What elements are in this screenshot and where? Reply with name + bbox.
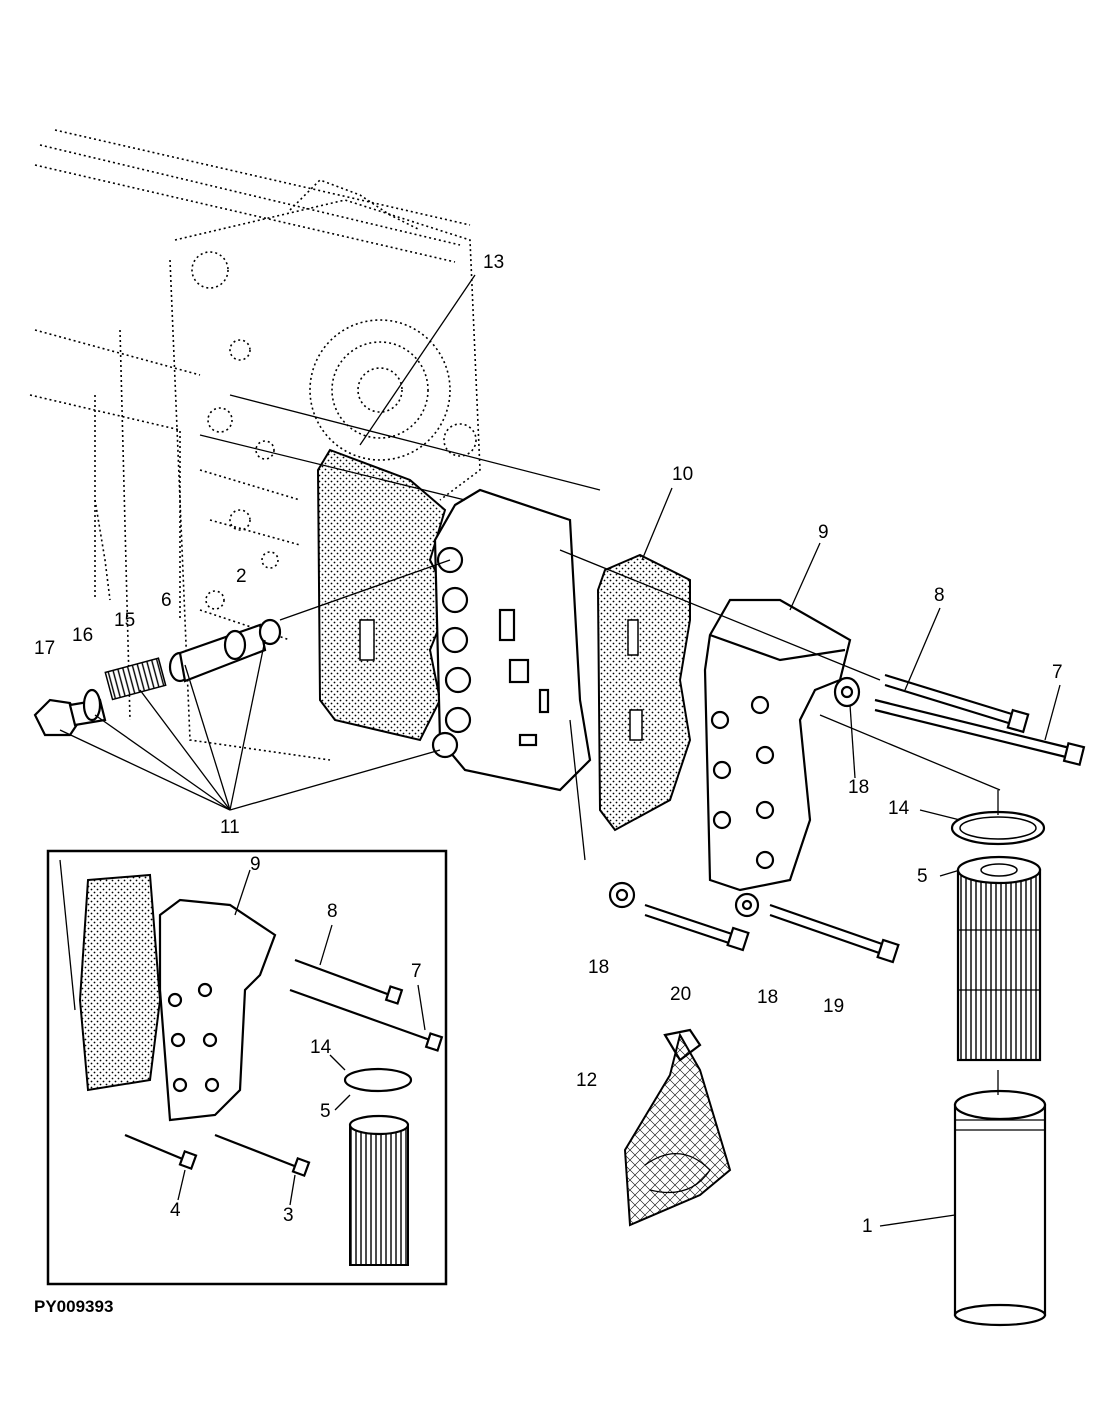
gasket-left [316, 448, 452, 742]
figure-id: PY009393 [34, 1297, 113, 1316]
callout-19: 19 [823, 996, 844, 1017]
valve-6 [168, 623, 267, 683]
callout-12: 12 [576, 1070, 597, 1091]
inset-callout-5: 5 [320, 1101, 331, 1122]
gasket-slot [359, 619, 375, 661]
parts-bag-12 [623, 1028, 732, 1227]
inset-callout-9: 9 [250, 854, 261, 875]
callout-9: 9 [818, 522, 829, 543]
spring-15 [104, 657, 167, 701]
inset-callout-7: 7 [411, 961, 422, 982]
callout-15: 15 [114, 610, 135, 631]
leader-lines [59, 274, 1061, 1227]
inset-parts [59, 859, 444, 1266]
callout-10: 10 [672, 464, 693, 485]
bolt-19 [769, 903, 900, 964]
inset-callout-3: 3 [283, 1205, 294, 1226]
inset-callout-8: 8 [327, 901, 338, 922]
washer-hole [840, 685, 854, 699]
gasket-10-slot [629, 709, 643, 741]
bolt-7 [874, 698, 1086, 767]
callout-1: 1 [862, 1216, 873, 1237]
callout-18-lower-left: 18 [588, 957, 609, 978]
callout-18-upper: 18 [848, 777, 869, 798]
callout-16: 16 [72, 625, 93, 646]
inset-callout-14: 14 [310, 1037, 332, 1058]
callout-17: 17 [34, 638, 55, 659]
gasket-10-slot [627, 619, 639, 656]
callout-18-lower-right: 18 [757, 987, 778, 1008]
bolt-20 [644, 903, 750, 952]
inset-frame [46, 849, 448, 1286]
filter-housing-1 [953, 1089, 1047, 1327]
washer-18-lower-left [608, 881, 636, 909]
callout-7: 7 [1052, 662, 1063, 683]
callout-20: 20 [670, 984, 691, 1005]
callout-6: 6 [161, 590, 172, 611]
callout-11: 11 [220, 817, 240, 838]
inset-callout-4: 4 [170, 1200, 181, 1221]
callout-14: 14 [888, 798, 910, 819]
callout-13: 13 [483, 252, 504, 273]
callout-5: 5 [917, 866, 928, 887]
bolt-8 [884, 673, 1030, 734]
callout-2: 2 [236, 566, 247, 587]
callout-8: 8 [934, 585, 945, 606]
washer-18-lower-right [734, 892, 760, 918]
gasket-10 [596, 553, 692, 832]
transmission-housing-outline [29, 129, 481, 761]
washer-18-upper [833, 676, 861, 708]
valve-cover [703, 598, 852, 892]
seal-2 [258, 618, 282, 646]
filter-element-5 [956, 855, 1042, 1062]
o-ring-16 [82, 688, 102, 722]
valve-housing [431, 488, 592, 792]
